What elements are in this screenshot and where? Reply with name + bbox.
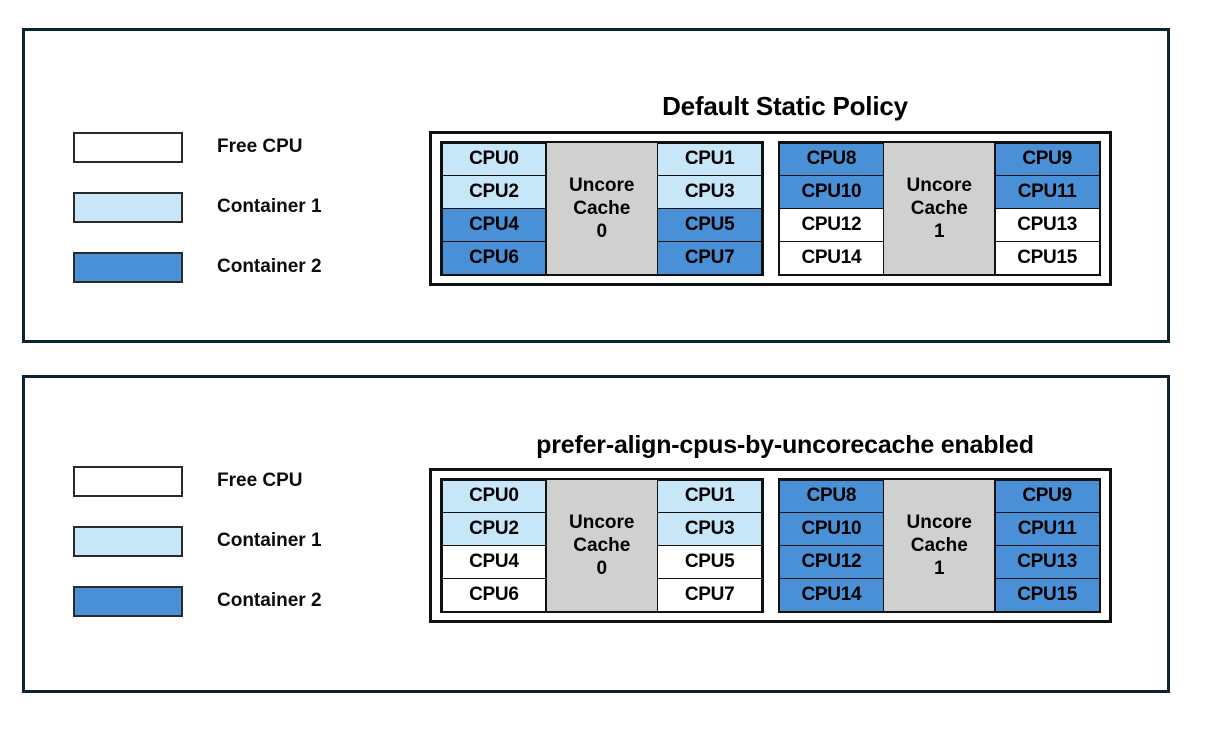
uncore-cache-index: 0 [596,221,608,243]
cpu-cell: CPU2 [441,512,547,546]
legend-item-free-cpu: Free CPU [73,465,322,497]
cpu-cell: CPU2 [441,175,547,209]
page-title: prefer-align-cpus-by-uncorecache enabled [536,430,1034,459]
panel-prefer-align-cpus-by-uncorecache: prefer-align-cpus-by-uncorecache enabled… [22,375,1170,693]
legend-swatch-container-2 [73,251,183,283]
cpu-cell: CPU12 [779,545,884,579]
legend-item-container-1: Container 1 [73,525,322,557]
legend: Free CPU Container 1 Container 2 [73,131,322,283]
uncore-cache-label-line1: Uncore [569,174,635,196]
legend-swatch-container-1 [73,191,183,223]
cpu-cell: CPU13 [994,545,1100,579]
legend-swatch-container-2 [73,585,183,617]
uncore-cache-index: 0 [596,558,608,580]
cpu-column-right: CPU9 CPU11 CPU13 CPU15 [994,479,1100,612]
uncore-cache-block: Uncore Cache 1 [883,143,996,274]
cpu-cell: CPU4 [441,545,547,579]
uncore-cache-block: Uncore Cache 0 [545,143,658,274]
socket-uncore-cache-1: CPU8 CPU10 CPU12 CPU14 Uncore Cache 1 CP… [777,478,1101,613]
legend-swatch-free-cpu [73,465,183,497]
legend-label-free-cpu: Free CPU [217,136,303,157]
cpu-cell: CPU0 [441,479,547,514]
cpu-cell: CPU11 [994,175,1100,209]
legend-label-container-1: Container 1 [217,196,322,217]
cpu-cell: CPU9 [994,142,1100,177]
socket-uncore-cache-0: CPU0 CPU2 CPU4 CPU6 Uncore Cache 0 CPU1 … [440,141,764,276]
cpu-cell: CPU6 [441,577,547,612]
uncore-cache-label-line1: Uncore [906,511,972,533]
legend: Free CPU Container 1 Container 2 [73,465,322,617]
legend-swatch-container-1 [73,525,183,557]
cpu-column-right: CPU9 CPU11 CPU13 CPU15 [994,142,1100,275]
cpu-cell: CPU0 [441,142,547,177]
uncore-cache-label-line1: Uncore [569,511,635,533]
cpu-cell: CPU3 [657,512,762,546]
cpu-column-left: CPU8 CPU10 CPU12 CPU14 [779,479,884,612]
cpu-cell: CPU10 [779,175,884,209]
page-title: Default Static Policy [662,90,908,121]
cpu-cell: CPU1 [657,142,762,177]
panel-default-static-policy: Default Static Policy Free CPU Container… [22,28,1170,343]
cpu-cell: CPU8 [779,142,884,177]
uncore-cache-block: Uncore Cache 1 [883,480,996,611]
cpu-cell: CPU15 [994,240,1100,275]
uncore-cache-block: Uncore Cache 0 [545,480,658,611]
legend-label-container-2: Container 2 [217,590,322,611]
legend-item-container-1: Container 1 [73,191,322,223]
cpu-cell: CPU6 [441,240,547,275]
cpu-topology-diagram: CPU0 CPU2 CPU4 CPU6 Uncore Cache 0 CPU1 … [429,468,1112,623]
uncore-cache-label-line2: Cache [573,197,631,219]
uncore-cache-label-line2: Cache [910,197,968,219]
socket-uncore-cache-0: CPU0 CPU2 CPU4 CPU6 Uncore Cache 0 CPU1 … [440,478,764,613]
cpu-cell: CPU13 [994,208,1100,242]
legend-item-container-2: Container 2 [73,585,322,617]
cpu-cell: CPU1 [657,479,762,514]
uncore-cache-label-line2: Cache [573,534,631,556]
legend-swatch-free-cpu [73,131,183,163]
socket-uncore-cache-1: CPU8 CPU10 CPU12 CPU14 Uncore Cache 1 CP… [777,141,1101,276]
cpu-cell: CPU3 [657,175,762,209]
cpu-cell: CPU11 [994,512,1100,546]
cpu-cell: CPU9 [994,479,1100,514]
legend-item-container-2: Container 2 [73,251,322,283]
cpu-column-left: CPU0 CPU2 CPU4 CPU6 [441,479,547,612]
cpu-cell: CPU15 [994,577,1100,612]
legend-item-free-cpu: Free CPU [73,131,322,163]
cpu-cell: CPU14 [779,240,884,275]
legend-label-container-1: Container 1 [217,530,322,551]
cpu-cell: CPU10 [779,512,884,546]
legend-label-free-cpu: Free CPU [217,470,303,491]
cpu-cell: CPU5 [657,545,762,579]
cpu-cell: CPU5 [657,208,762,242]
cpu-column-left: CPU0 CPU2 CPU4 CPU6 [441,142,547,275]
uncore-cache-index: 1 [933,558,945,580]
legend-label-container-2: Container 2 [217,256,322,277]
uncore-cache-index: 1 [933,221,945,243]
cpu-topology-diagram: CPU0 CPU2 CPU4 CPU6 Uncore Cache 0 CPU1 … [429,131,1112,286]
cpu-column-right: CPU1 CPU3 CPU5 CPU7 [657,479,762,612]
uncore-cache-label-line1: Uncore [906,174,972,196]
cpu-cell: CPU14 [779,577,884,612]
uncore-cache-label-line2: Cache [910,534,968,556]
cpu-cell: CPU7 [657,577,762,612]
cpu-cell: CPU12 [779,208,884,242]
cpu-cell: CPU7 [657,240,762,275]
cpu-cell: CPU8 [779,479,884,514]
cpu-column-right: CPU1 CPU3 CPU5 CPU7 [657,142,762,275]
cpu-column-left: CPU8 CPU10 CPU12 CPU14 [779,142,884,275]
cpu-cell: CPU4 [441,208,547,242]
